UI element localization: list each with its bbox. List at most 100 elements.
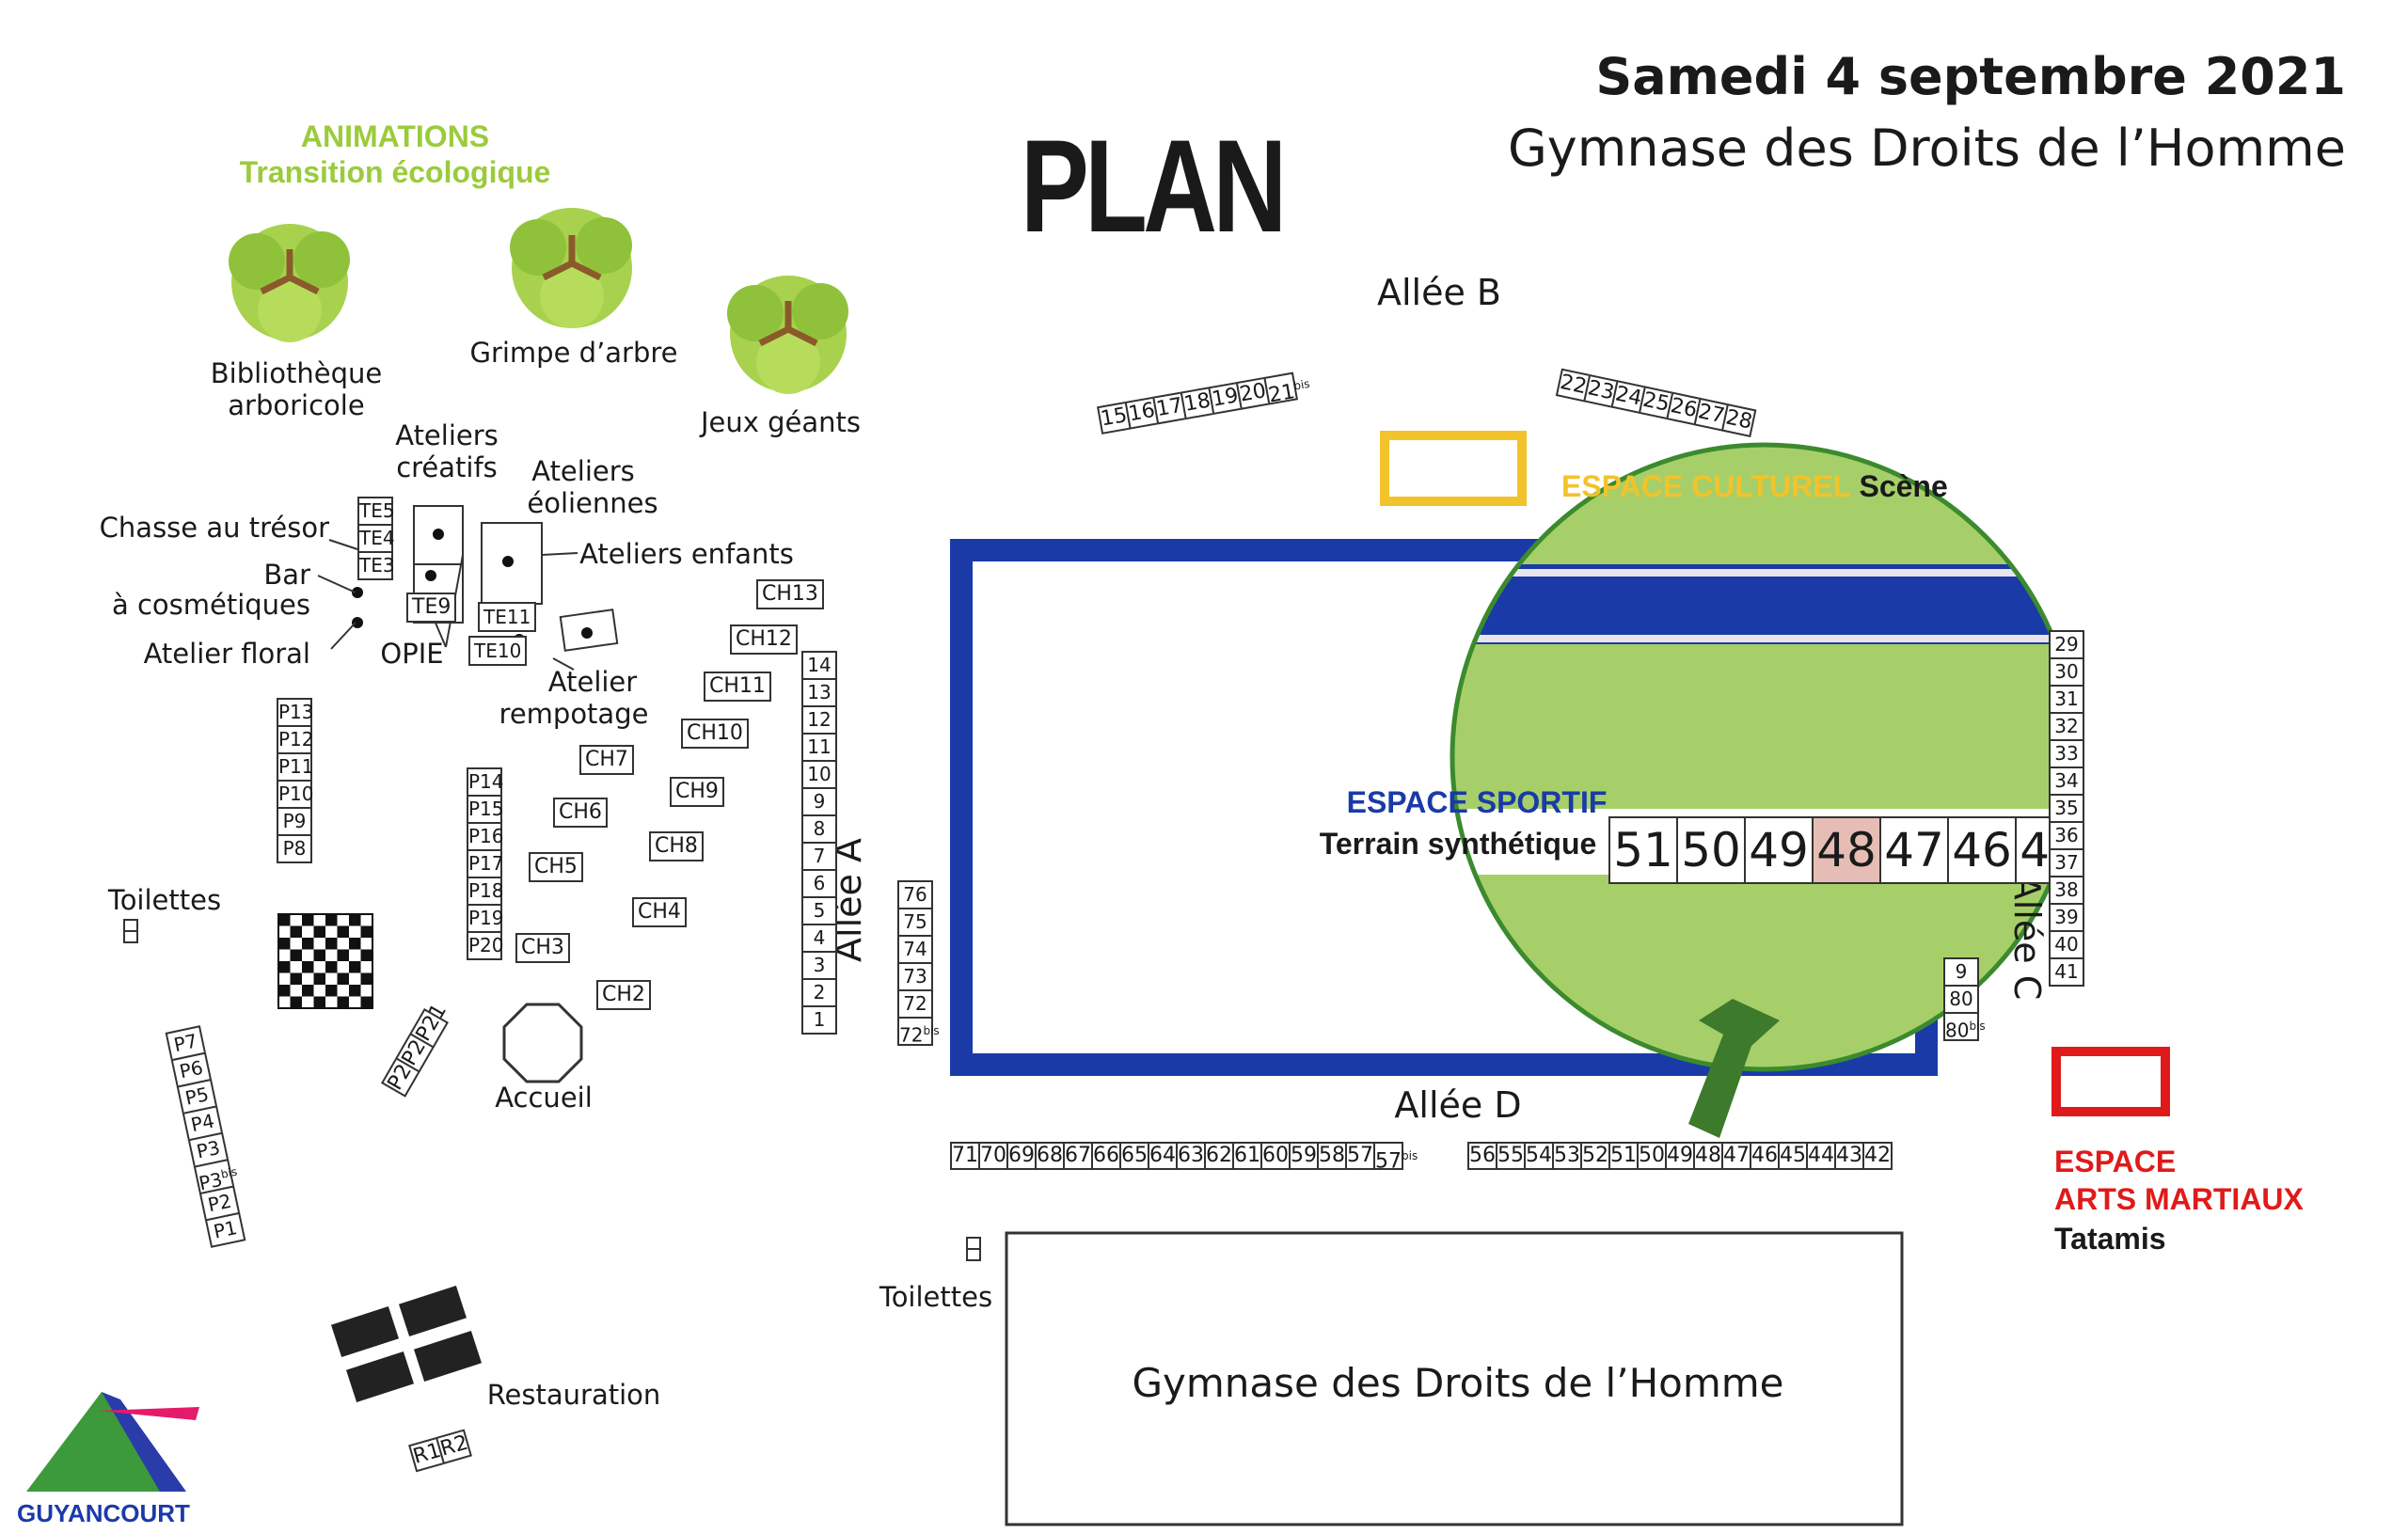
stand-cell[interactable]: 1	[801, 1005, 837, 1035]
stand-cell[interactable]: 56	[1467, 1142, 1497, 1170]
stand-cell[interactable]: 33	[2049, 739, 2084, 768]
stand-cell[interactable]: 49	[1665, 1142, 1695, 1170]
stand-cell[interactable]: 39	[2049, 903, 2084, 932]
stand-cell[interactable]: P11	[277, 752, 314, 782]
stand-cell[interactable]: 66	[1091, 1142, 1121, 1170]
stand-cell[interactable]: P13	[277, 698, 314, 727]
stand-cell[interactable]: 55	[1496, 1142, 1526, 1170]
stand-cell[interactable]: 31	[2049, 685, 2084, 714]
stand-cell[interactable]: 29	[2049, 630, 2084, 659]
stand-cell[interactable]: 57	[1345, 1142, 1375, 1170]
arts-martiaux-tatamis[interactable]	[2052, 1047, 2170, 1116]
stand-cell[interactable]: P20	[467, 931, 504, 960]
stand-cell[interactable]: 58	[1317, 1142, 1347, 1170]
stand-ch7[interactable]: CH7	[579, 745, 634, 775]
stand-cell[interactable]: 30	[2049, 657, 2084, 687]
stand-cell[interactable]: 6	[801, 869, 837, 898]
accueil-octagon[interactable]	[502, 1003, 583, 1083]
stand-cell[interactable]: 51	[1608, 1142, 1639, 1170]
stand-te11[interactable]: TE11	[478, 602, 537, 632]
stand-cell[interactable]: 21bis	[1263, 371, 1311, 408]
stand-cell[interactable]: 80bis	[1943, 1012, 1986, 1042]
stand-cell[interactable]: 32	[2049, 712, 2084, 741]
stand-cell[interactable]: P15	[467, 795, 504, 824]
stand-cell[interactable]: 40	[2049, 930, 2084, 959]
stand-cell[interactable]: 45	[1778, 1142, 1808, 1170]
stand-cell[interactable]: 14	[801, 651, 837, 680]
stand-cell[interactable]: P8	[277, 834, 312, 863]
stand-cell[interactable]: 53	[1552, 1142, 1582, 1170]
stand-cell[interactable]: 28	[1720, 403, 1757, 438]
stand-cell[interactable]: 59	[1289, 1142, 1319, 1170]
stand-ch11[interactable]: CH11	[704, 672, 771, 702]
stand-cell[interactable]: P14	[467, 767, 504, 797]
stand-cell[interactable]: 11	[801, 733, 837, 762]
stand-cell[interactable]: 8	[801, 814, 837, 844]
stand-cell[interactable]: 42	[1862, 1142, 1893, 1170]
stand-cell[interactable]: 46	[1750, 1142, 1780, 1170]
stand-cell[interactable]: 50	[1637, 1142, 1667, 1170]
stand-cell[interactable]: 73	[897, 962, 933, 991]
stand-cell[interactable]: 41	[2049, 957, 2084, 987]
espace-culturel-stage[interactable]	[1380, 431, 1527, 506]
stand-cell[interactable]: 65	[1119, 1142, 1149, 1170]
stand-cell[interactable]: 48	[1693, 1142, 1723, 1170]
stand-cell[interactable]: 69	[1006, 1142, 1037, 1170]
stand-cell[interactable]: TE5	[357, 497, 395, 526]
stand-ch9[interactable]: CH9	[670, 777, 724, 807]
espace-culturel-label[interactable]: ESPACE CULTUREL Scène	[1561, 470, 1948, 502]
stand-cell[interactable]: 68	[1035, 1142, 1065, 1170]
stand-ch13[interactable]: CH13	[756, 579, 824, 609]
stand-cell[interactable]: 63	[1176, 1142, 1206, 1170]
stand-cell[interactable]: P12	[277, 725, 314, 754]
stand-cell[interactable]: 35	[2049, 794, 2084, 823]
stand-cell[interactable]: 74	[897, 935, 933, 964]
stand-cell[interactable]: 9	[1943, 957, 1979, 987]
stand-te9[interactable]: TE9	[406, 593, 457, 623]
stand-te10[interactable]: TE10	[468, 636, 528, 666]
stand-cell[interactable]: TE4	[357, 524, 395, 553]
stand-ch4[interactable]: CH4	[632, 897, 687, 927]
stand-cell[interactable]: 72bis	[897, 1017, 940, 1047]
stand-cell[interactable]: 72	[897, 989, 933, 1019]
stand-cell[interactable]: 47	[1721, 1142, 1751, 1170]
stand-cell[interactable]: P17	[467, 849, 504, 878]
stand-cell[interactable]: 34	[2049, 766, 2084, 796]
stand-cell[interactable]: 5	[801, 896, 837, 925]
stand-cell[interactable]: TE3	[357, 551, 395, 580]
stand-ch6[interactable]: CH6	[553, 798, 608, 828]
stand-cell[interactable]: 67	[1063, 1142, 1093, 1170]
stand-cell[interactable]: 10	[801, 760, 837, 789]
stand-ch2[interactable]: CH2	[596, 980, 651, 1010]
stand-cell[interactable]: 38	[2049, 876, 2084, 905]
stand-cell[interactable]: 7	[801, 842, 837, 871]
stand-cell[interactable]: 57bis	[1373, 1142, 1418, 1173]
stand-cell[interactable]: 37	[2049, 848, 2084, 877]
stand-cell[interactable]: 2	[801, 978, 837, 1007]
stand-cell[interactable]: P19	[467, 904, 504, 933]
stand-cell[interactable]: 13	[801, 678, 837, 707]
stand-cell[interactable]: P10	[277, 780, 314, 809]
stand-cell[interactable]: P16	[467, 822, 504, 851]
stand-cell[interactable]: 52	[1580, 1142, 1610, 1170]
stand-cell[interactable]: 61	[1232, 1142, 1262, 1170]
stand-cell[interactable]: 44	[1806, 1142, 1836, 1170]
stand-cell[interactable]: 76	[897, 880, 933, 909]
stand-cell[interactable]: 75	[897, 908, 933, 937]
stand-cell[interactable]: P9	[277, 807, 312, 836]
stand-cell[interactable]: 54	[1524, 1142, 1554, 1170]
stand-ch8[interactable]: CH8	[649, 831, 704, 861]
stand-cell[interactable]: 9	[801, 787, 837, 816]
stand-cell[interactable]: 36	[2049, 821, 2084, 850]
gymnase-building[interactable]	[1005, 1231, 1904, 1526]
stand-cell[interactable]: 4	[801, 924, 837, 953]
stand-ch12[interactable]: CH12	[730, 624, 798, 655]
stand-ch10[interactable]: CH10	[681, 719, 749, 749]
